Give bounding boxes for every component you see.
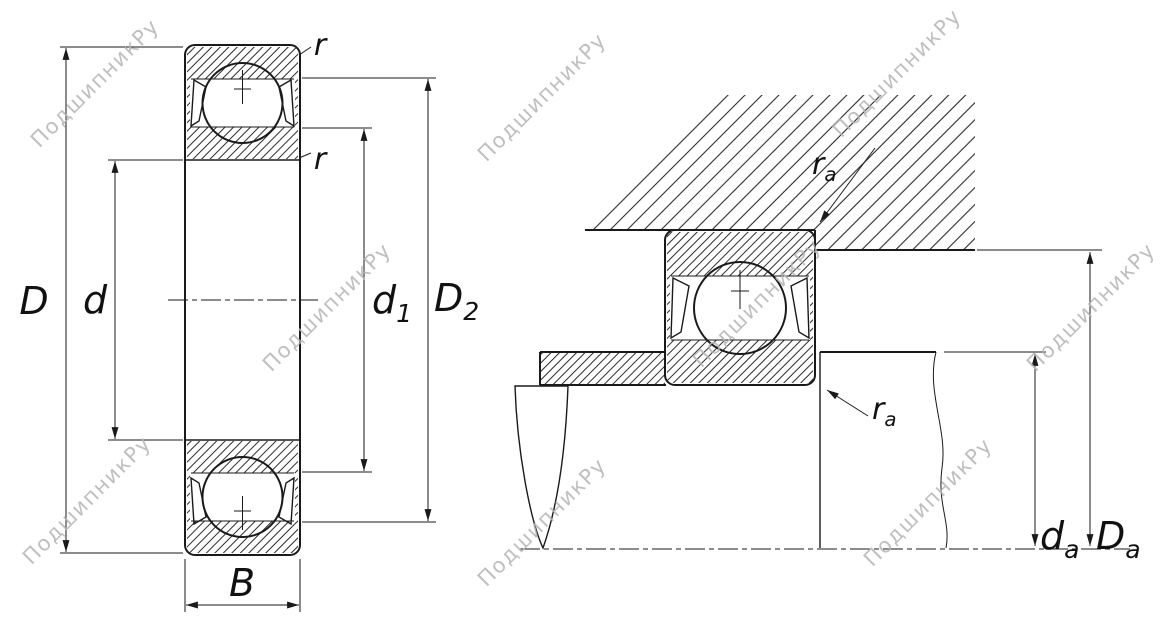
fillet-ra-top: ra [812, 147, 876, 223]
fillet-ra-bottom-label: ra [872, 392, 896, 431]
watermark-text: ПодшипникРу [18, 431, 156, 569]
dim-d1-label: d1 [372, 278, 412, 328]
watermark-text: ПодшипникРу [473, 453, 611, 591]
mounted-bearing-section [664, 229, 816, 386]
ball-mounted [693, 261, 787, 355]
left-view-bearing-section: D d d1 D2 B [19, 28, 479, 612]
shaft-breakout-section [514, 385, 569, 550]
dimension-d: d [83, 159, 183, 441]
dim-D2-label: D2 [434, 276, 479, 326]
seal-top-left [190, 78, 207, 128]
ball-mounted-center-mark [731, 270, 749, 309]
housing-section [585, 95, 975, 251]
watermark-text: ПодшипникРу [473, 28, 611, 166]
dimension-d1: d1 [302, 127, 412, 473]
dimension-D2: D2 [302, 77, 479, 523]
ball-top-center-mark [234, 70, 251, 104]
watermark-text: ПодшипникРу [26, 14, 164, 152]
watermark-text: ПодшипникРу [1022, 238, 1160, 376]
dim-da-label: da [1040, 514, 1080, 564]
shaft-break-line [932, 351, 948, 549]
seal-mounted-right [790, 276, 810, 340]
top-ring-section [186, 47, 299, 161]
seal-top-right [278, 78, 295, 128]
right-view-mounting-section: ra ra da Da [514, 95, 1141, 564]
ball-bottom-center-mark [234, 496, 251, 530]
seal-bottom-right [278, 476, 295, 526]
radius-r-bottom: r [298, 142, 328, 177]
watermark-text: ПодшипникРу [859, 433, 997, 571]
radius-r-bottom-label: r [314, 142, 328, 177]
fillet-ra-bottom: ra [826, 389, 896, 431]
radius-r-top: r [298, 28, 328, 63]
seal-mounted-left [670, 276, 690, 340]
dim-D-label: D [19, 279, 48, 323]
dimension-Da: Da [977, 249, 1141, 564]
dimension-da: da [944, 351, 1080, 564]
seal-bottom-left [190, 476, 207, 526]
dimension-B: B [184, 559, 301, 612]
dimension-D: D [19, 46, 183, 554]
bottom-ring-section [186, 439, 299, 553]
dim-d-label: d [83, 278, 108, 322]
dim-B-label: B [229, 561, 255, 605]
radius-r-top-label: r [314, 28, 328, 63]
dim-Da-label: Da [1096, 514, 1141, 564]
fillet-ra-top-label: ra [812, 147, 836, 186]
shaft-section [514, 351, 948, 550]
